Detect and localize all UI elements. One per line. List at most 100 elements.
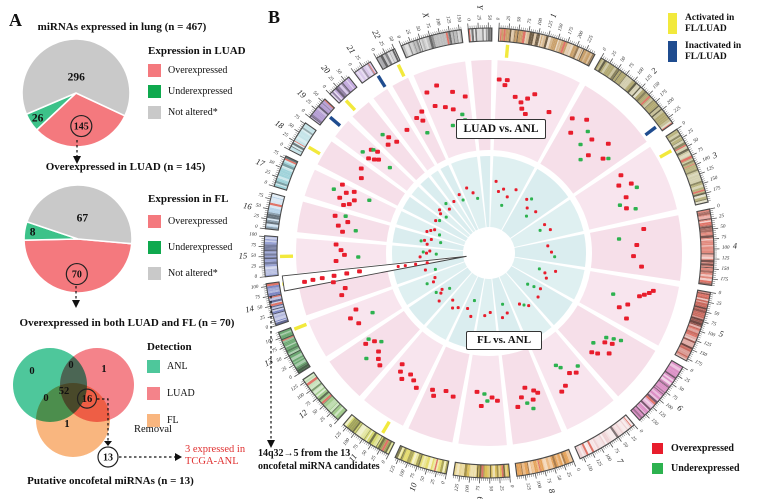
overexpressed-point	[637, 294, 642, 299]
underexpressed-point	[356, 255, 361, 259]
tick-label: 100	[297, 393, 306, 402]
fl-anl-sector	[506, 266, 573, 326]
ideogram-band	[692, 311, 706, 317]
tick-label: 25	[354, 54, 361, 61]
tick-label: 75	[255, 295, 261, 301]
ideogram-band	[692, 310, 706, 316]
ideogram-band	[345, 416, 356, 428]
ideogram-band	[687, 326, 700, 333]
ideogram-band	[684, 333, 698, 339]
ideogram-band	[499, 28, 502, 42]
overexpressed-point	[450, 394, 456, 399]
overexpressed-point	[488, 310, 492, 314]
ideogram-band	[675, 145, 689, 155]
tick	[707, 197, 711, 200]
ideogram-outline	[353, 61, 378, 84]
ideogram-band	[323, 396, 335, 408]
ideogram-band	[270, 197, 284, 203]
ideogram-band	[645, 394, 657, 406]
ideogram-band	[433, 458, 439, 472]
underexpressed-point	[366, 337, 371, 341]
ideogram-band	[700, 240, 714, 243]
overexpressed-point	[450, 107, 456, 112]
ideogram-band	[654, 384, 666, 394]
tick	[387, 48, 390, 52]
tick-label: 125	[445, 16, 451, 25]
overexpressed-point	[549, 250, 553, 254]
tick	[697, 166, 701, 169]
ideogram-band	[549, 37, 555, 51]
tick	[365, 60, 368, 64]
ideogram-band	[690, 184, 704, 191]
tick-label: 75	[613, 448, 620, 455]
tick	[332, 416, 336, 420]
ideogram-band	[689, 180, 703, 187]
ideogram-band	[630, 409, 641, 421]
ideogram-band	[482, 28, 484, 42]
ideogram-outline	[375, 48, 401, 71]
ideogram-band	[422, 455, 429, 469]
tick	[259, 276, 266, 278]
ideogram-band	[321, 102, 332, 112]
arrowhead	[72, 300, 80, 308]
legend-detection: Detection ANL LUAD FL	[147, 341, 195, 441]
tick	[310, 393, 314, 396]
underexpressed-point	[591, 341, 596, 345]
ideogram-band	[617, 420, 628, 433]
legend-item-underexpressed: Underexpressed	[652, 463, 740, 474]
ideogram-band	[557, 39, 563, 53]
ideogram-band	[428, 35, 435, 49]
overexpressed-swatch	[652, 443, 663, 454]
ideogram-band	[700, 267, 714, 271]
ideogram-band	[278, 171, 292, 178]
ideogram-band	[316, 389, 328, 400]
ideogram-band	[375, 435, 383, 448]
ideogram-band	[557, 453, 564, 467]
tick-label: 0	[279, 142, 284, 148]
ideogram-band	[358, 425, 368, 438]
fl-anl-sector	[392, 256, 465, 285]
ideogram-band	[264, 253, 278, 256]
overexpressed-point	[589, 137, 595, 142]
tick	[644, 415, 647, 419]
tick	[712, 278, 718, 281]
ideogram-band	[293, 140, 306, 148]
tick	[289, 142, 293, 145]
ideogram-band	[266, 282, 280, 287]
tick	[261, 217, 267, 220]
overexpressed-point	[433, 228, 437, 232]
ideogram-band	[577, 48, 584, 61]
tick	[267, 315, 274, 318]
ideogram-band	[681, 340, 694, 348]
ideogram-band	[400, 448, 408, 461]
fl-anl-sector	[426, 272, 478, 340]
tick-label: 50	[312, 91, 319, 98]
tick-label: 150	[698, 351, 707, 359]
ideogram-band	[510, 29, 514, 43]
tick	[696, 340, 702, 344]
ideogram-band	[683, 163, 697, 172]
ideogram-band	[475, 464, 478, 478]
ideogram-band	[264, 271, 279, 276]
tick	[627, 73, 630, 77]
ideogram-band	[694, 303, 708, 309]
ideogram-band	[361, 427, 371, 440]
tick	[705, 191, 712, 194]
ideogram-band	[315, 108, 327, 118]
ideogram-band	[680, 344, 693, 351]
ideogram-band	[595, 435, 604, 448]
ideogram-band	[687, 326, 701, 332]
tick-label: 0	[263, 180, 267, 186]
ideogram-band	[503, 28, 506, 42]
marker-activated	[396, 63, 406, 78]
tick-label: 125	[645, 74, 654, 83]
overexpressed-point	[338, 248, 344, 253]
tick-label: 50	[621, 442, 628, 449]
tick	[408, 463, 410, 467]
tick	[527, 474, 528, 478]
tick-label: 50	[268, 160, 275, 167]
ideogram-band	[338, 83, 350, 96]
tick	[437, 28, 440, 34]
tick	[430, 32, 432, 36]
ideogram-band	[502, 464, 506, 478]
